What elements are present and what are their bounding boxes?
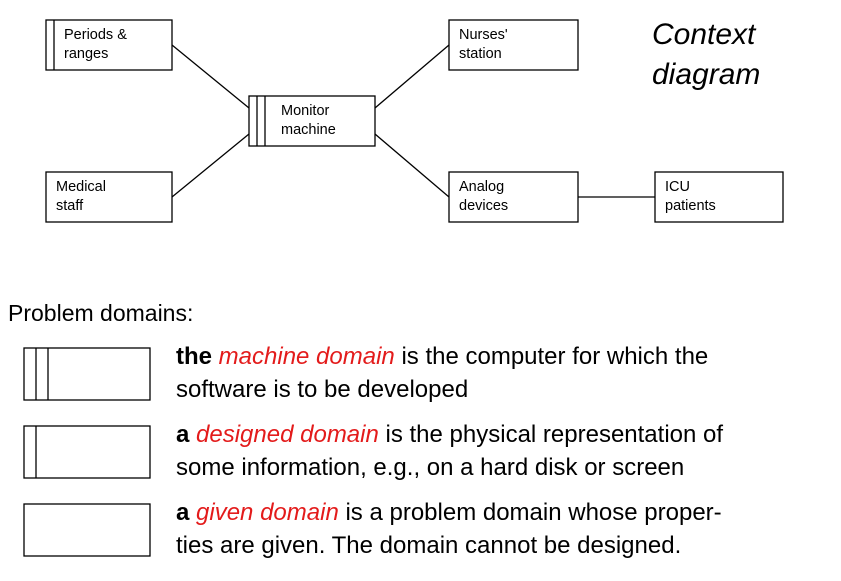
- node-label-line: Nurses': [459, 27, 508, 43]
- node-label-line: Medical: [56, 179, 106, 195]
- legend-icon-designed-domain: [23, 425, 151, 479]
- node-monitor-machine: Monitor machine: [248, 95, 376, 147]
- node-label-line: ICU: [665, 179, 690, 195]
- edges-layer: [171, 44, 655, 198]
- legend-icons-layer: [23, 347, 151, 557]
- legend-text-line-2: some information, e.g., on a hard disk o…: [176, 454, 685, 481]
- legend-text-line-2: software is to be developed: [176, 376, 469, 403]
- node-label-line: station: [459, 46, 502, 62]
- node-label-line: staff: [56, 198, 84, 214]
- legend-article: a: [176, 421, 190, 448]
- edge-periods-ranges-to-monitor-machine: [171, 44, 250, 109]
- node-box: [45, 19, 173, 71]
- node-nurses-station: Nurses' station: [448, 19, 579, 71]
- node-icu-patients: ICU patients: [654, 171, 784, 223]
- legend-heading: Problem domains:: [8, 300, 194, 326]
- node-label-line: patients: [665, 198, 716, 214]
- node-label-line: Analog: [459, 179, 504, 195]
- node-label-line: Monitor: [281, 103, 330, 119]
- legend-term: given domain: [196, 499, 339, 526]
- legend-item-machine: the machine domain is the computer for w…: [176, 340, 836, 406]
- diagram-title-line-2: diagram: [652, 58, 760, 91]
- diagram-title-line-1: Context: [652, 18, 757, 51]
- node-box: [448, 171, 579, 223]
- node-box: [248, 95, 376, 147]
- node-box: [448, 19, 579, 71]
- legend-icon-given-domain: [23, 503, 151, 557]
- legend-icon-box: [23, 503, 151, 557]
- node-label-line: machine: [281, 122, 336, 138]
- node-label-line: devices: [459, 198, 508, 214]
- legend-text-line-1: is the computer for which the: [394, 343, 709, 370]
- edge-analog-devices-to-monitor-machine: [374, 133, 450, 198]
- edge-nurses-station-to-monitor-machine: [374, 44, 450, 109]
- legend-icon-machine-domain: [23, 347, 151, 401]
- node-box: [45, 171, 173, 223]
- legend-article: the: [176, 343, 212, 370]
- node-analog-devices: Analog devices: [448, 171, 579, 223]
- node-medical-staff: Medical staff: [45, 171, 173, 223]
- node-label-line: ranges: [64, 46, 108, 62]
- legend-icon-box: [23, 425, 151, 479]
- legend-article: a: [176, 499, 190, 526]
- legend-term: machine domain: [218, 343, 395, 370]
- legend-text-line-1: is a problem domain whose proper-: [338, 499, 722, 526]
- legend-icon-box: [23, 347, 151, 401]
- node-label-line: Periods &: [64, 27, 127, 43]
- node-box: [654, 171, 784, 223]
- legend-text-line-1: is the physical representation of: [378, 421, 724, 448]
- node-periods-ranges: Periods & ranges: [45, 19, 173, 71]
- legend-item-designed: a designed domain is the physical repres…: [176, 418, 836, 484]
- legend-text-line-2: ties are given. The domain cannot be des…: [176, 532, 682, 559]
- legend-term: designed domain: [196, 421, 379, 448]
- legend-item-given: a given domain is a problem domain whose…: [176, 496, 836, 562]
- edge-medical-staff-to-monitor-machine: [171, 133, 250, 198]
